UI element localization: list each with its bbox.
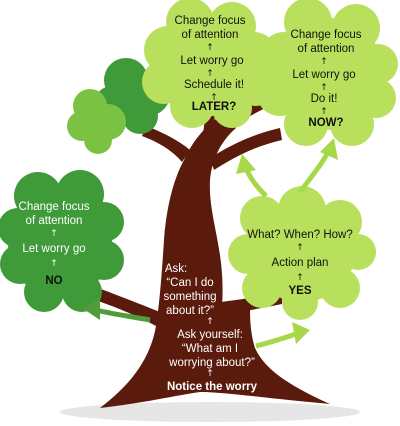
- now-step2: Let worry go: [292, 69, 356, 81]
- arrow-to-no-head: [82, 298, 100, 320]
- later-up-arrow-icon-2: ↑: [206, 69, 214, 79]
- later-step2: Let worry go: [180, 55, 244, 67]
- later-step3-line1: Change focus: [174, 15, 246, 27]
- yes-step2: What? When? How?: [247, 229, 353, 241]
- arrow-to-now: [298, 150, 331, 194]
- now-up-arrow-icon: ↑: [320, 57, 328, 67]
- no-step2-line2: of attention: [25, 215, 83, 227]
- now-step3-line1: Change focus: [290, 29, 362, 41]
- now-step1: Do it!: [310, 93, 338, 105]
- later-foliage: [142, 0, 276, 128]
- trunk-ask-line2: “Can I do: [166, 277, 214, 289]
- trunk-ask-line4: about it?”: [166, 305, 214, 317]
- no-title: NO: [45, 275, 63, 287]
- no-step2-line1: Change focus: [18, 201, 90, 213]
- yes-up-arrow-icon-2: ↑: [296, 273, 304, 283]
- now-foliage: [256, 0, 398, 146]
- arrow-to-later-head: [236, 154, 256, 174]
- yes-step1: Action plan: [271, 257, 329, 269]
- flow-arrows: [82, 138, 338, 349]
- yes-foliage: [228, 186, 376, 320]
- now-step3-line2: of attention: [297, 43, 355, 55]
- arrow-to-yes: [255, 331, 297, 349]
- arrow-to-yes-head: [292, 322, 310, 344]
- yes-up-arrow-icon: ↑: [296, 243, 304, 253]
- yes-title: YES: [288, 285, 312, 297]
- no-up-arrow-icon: ↑: [50, 229, 58, 239]
- mid-foliage-cluster: [67, 89, 126, 154]
- later-up-arrow-icon-3: ↑: [210, 93, 218, 103]
- arrow-to-no: [95, 307, 151, 323]
- arrow-to-later: [243, 167, 268, 198]
- later-step3-line2: of attention: [181, 29, 239, 41]
- trunk-up-arrow-icon: ↑: [206, 317, 214, 327]
- no-foliage: [0, 170, 124, 312]
- now-up-arrow-icon-2: ↑: [320, 83, 328, 93]
- later-title: LATER?: [191, 101, 237, 113]
- trunk-up-arrow-icon-2: ↑: [206, 369, 214, 379]
- trunk-ask-yourself-line1: Ask yourself:: [177, 329, 243, 341]
- ground-shadow: [60, 402, 360, 422]
- later-step1: Schedule it!: [183, 79, 245, 91]
- trunk-ask-line3: something: [163, 291, 217, 303]
- trunk-ask-line1: Ask:: [164, 263, 188, 275]
- no-step1: Let worry go: [22, 243, 86, 255]
- trunk-ask-yourself-line2: “What am I: [181, 343, 239, 355]
- trunk-ask-yourself-line3: worrying about?”: [169, 357, 255, 369]
- trunk-notice: Notice the worry: [166, 381, 258, 393]
- now-title: NOW?: [308, 117, 344, 129]
- now-up-arrow-icon-3: ↑: [320, 107, 328, 117]
- no-up-arrow-icon-2: ↑: [50, 259, 58, 269]
- arrow-to-now-head: [320, 138, 338, 160]
- later-up-arrow-icon: ↑: [206, 43, 214, 53]
